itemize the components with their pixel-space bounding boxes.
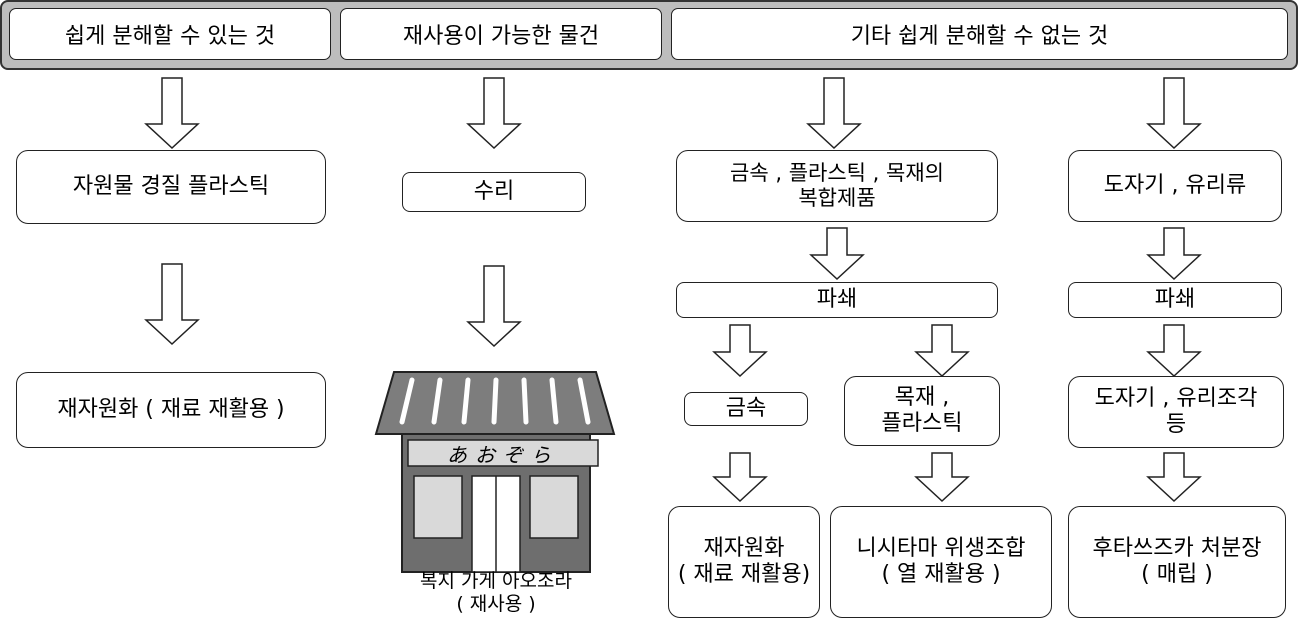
material-recycling-box: 재자원화 ( 재료 재활용 ): [16, 372, 326, 448]
arrow-down-icon: [1146, 452, 1202, 503]
crush-box-composite: 파쇄: [676, 282, 998, 318]
metal-recycling-box: 재자원화 ( 재료 재활용): [668, 506, 820, 618]
hard-plastic-box: 자원물 경질 플라스틱: [16, 150, 326, 224]
shop-illustration: [374, 371, 616, 573]
arrow-down-icon: [809, 227, 865, 281]
repair-box: 수리: [402, 172, 586, 212]
category-not-easy-disassemble: 기타 쉽게 분해할 수 없는 것: [671, 8, 1288, 60]
thermal-recycling-box: 니시타마 위생조합 ( 열 재활용 ): [830, 506, 1052, 618]
wood-plastic-box: 목재 , 플라스틱: [844, 376, 1000, 446]
category-easy-disassemble: 쉽게 분해할 수 있는 것: [9, 8, 331, 60]
arrow-down-icon: [466, 265, 522, 348]
ceramic-fragments-box: 도자기 , 유리조각 등: [1068, 376, 1284, 448]
crush-box-ceramics: 파쇄: [1068, 282, 1282, 318]
arrow-down-icon: [712, 324, 768, 378]
category-reusable: 재사용이 가능한 물건: [340, 8, 662, 60]
arrow-down-icon: [1146, 227, 1202, 281]
shop-caption: 복지 가게 아오조라 ( 재사용 ): [378, 570, 614, 616]
arrow-down-icon: [1146, 324, 1202, 378]
arrow-down-icon: [914, 452, 970, 503]
arrow-down-icon: [914, 324, 970, 378]
arrow-down-icon: [144, 263, 200, 346]
composite-products-box: 금속 , 플라스틱 , 목재의 복합제품: [676, 150, 998, 222]
arrow-down-icon: [466, 77, 522, 150]
shop-reuse-label: ( 재사용 ): [456, 592, 536, 615]
arrow-down-icon: [712, 452, 768, 503]
arrow-down-icon: [1146, 77, 1202, 150]
arrow-down-icon: [144, 77, 200, 150]
landfill-box: 후타쓰즈카 처분장 ( 매립 ): [1068, 506, 1286, 618]
shop-name: 복지 가게 아오조라: [420, 570, 572, 592]
shop-sign-text: あおぞら: [447, 442, 559, 467]
metal-box: 금속: [684, 392, 808, 426]
ceramics-glass-box: 도자기 , 유리류: [1068, 150, 1282, 222]
arrow-down-icon: [806, 77, 862, 150]
